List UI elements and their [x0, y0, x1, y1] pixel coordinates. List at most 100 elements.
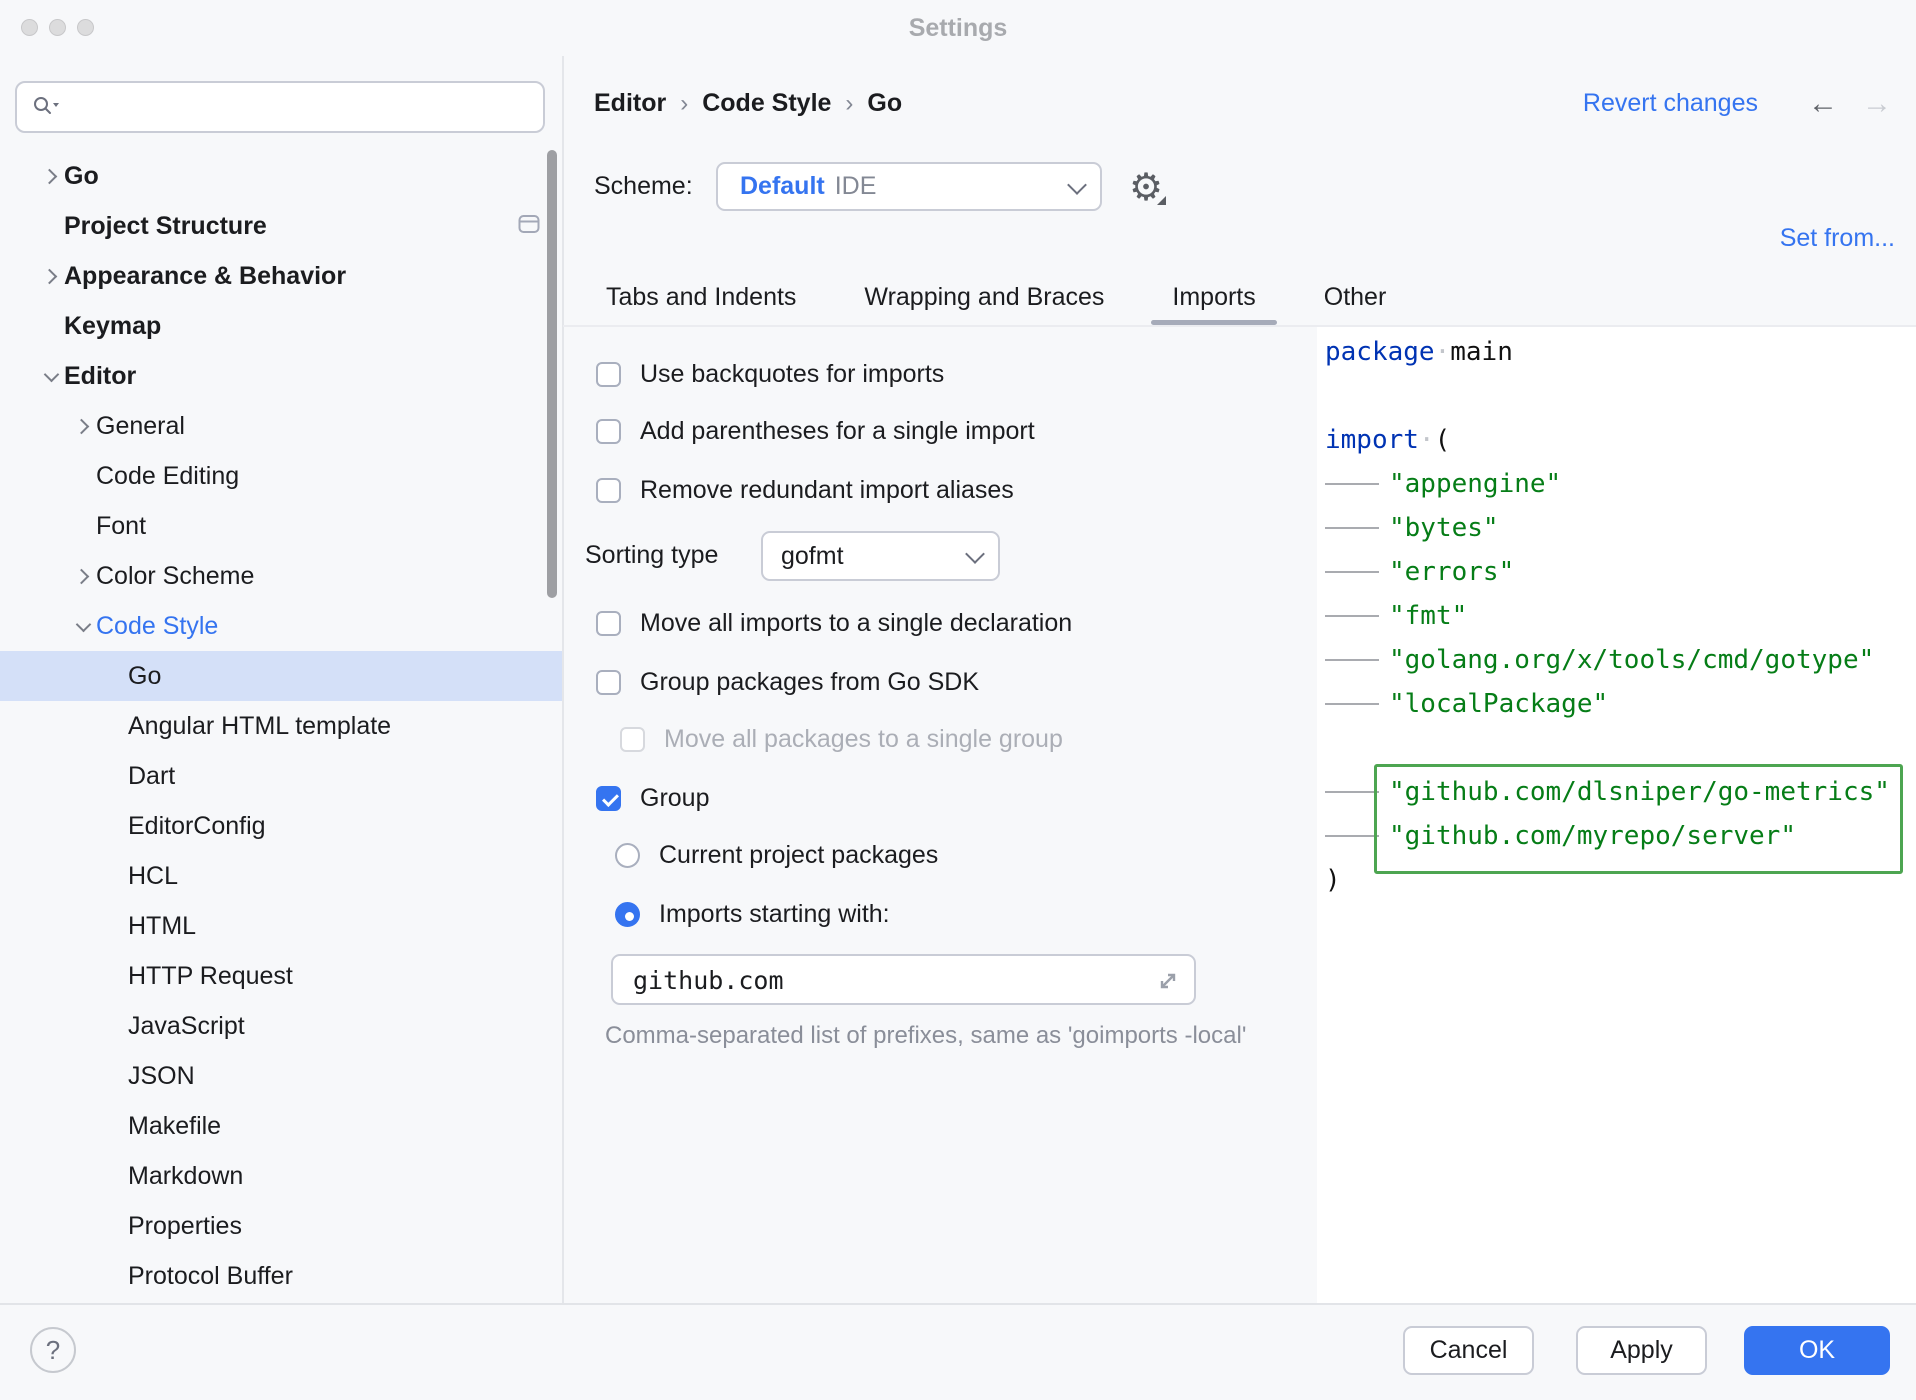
sidebar-item-go[interactable]: Go [0, 651, 562, 701]
tabs-separator [563, 325, 1916, 327]
tab-tabs-and-indents[interactable]: Tabs and Indents [606, 283, 797, 311]
sidebar-item-label: Editor [64, 361, 137, 390]
chevron-down-icon[interactable] [70, 613, 96, 639]
tab-whitespace-indicator [1325, 571, 1379, 573]
prefix-input-wrap [611, 954, 1196, 1005]
tab-wrapping-and-braces[interactable]: Wrapping and Braces [864, 283, 1105, 311]
use-backquotes-checkbox[interactable] [596, 362, 621, 387]
code-token: "github.com/dlsniper/go-metrics" [1389, 777, 1890, 807]
add-parentheses-checkbox[interactable] [596, 419, 621, 444]
tab-imports[interactable]: Imports [1151, 270, 1278, 325]
chevron-placeholder [70, 463, 96, 489]
code-token: "fmt" [1389, 601, 1468, 631]
tab-whitespace-indicator [1325, 835, 1379, 837]
sidebar-item-protocol-buffer[interactable]: Protocol Buffer [0, 1251, 562, 1301]
tab-other[interactable]: Other [1323, 283, 1387, 311]
back-arrow-icon[interactable]: ← [1808, 87, 1838, 120]
sidebar-item-markdown[interactable]: Markdown [0, 1151, 562, 1201]
group-go-sdk-checkbox[interactable] [596, 670, 621, 695]
code-line: "golang.org/x/tools/cmd/gotype" [1317, 638, 1916, 682]
breadcrumb-item-code-style[interactable]: Code Style [702, 89, 832, 117]
imports-starting-radio[interactable] [615, 902, 640, 927]
remove-redundant-checkbox[interactable] [596, 478, 621, 503]
tab-whitespace-indicator [1325, 483, 1379, 485]
sidebar-item-appearance-behavior[interactable]: Appearance & Behavior [0, 251, 562, 301]
sidebar-item-label: Font [96, 511, 147, 540]
chevron-right-icon[interactable] [70, 563, 96, 589]
sidebar-item-go[interactable]: Go [0, 151, 562, 201]
expand-field-icon[interactable] [1154, 967, 1182, 995]
remove-redundant-label: Remove redundant import aliases [640, 476, 1014, 504]
code-token: "golang.org/x/tools/cmd/gotype" [1389, 645, 1875, 675]
sidebar-item-color-scheme[interactable]: Color Scheme [0, 551, 562, 601]
sidebar-scrollbar[interactable] [547, 150, 557, 598]
search-input[interactable] [69, 92, 543, 122]
sidebar-item-http-request[interactable]: HTTP Request [0, 951, 562, 1001]
minimize-window-button[interactable] [49, 19, 66, 36]
sidebar-item-angular-html-template[interactable]: Angular HTML template [0, 701, 562, 751]
help-button[interactable]: ? [30, 1327, 76, 1373]
code-token: "github.com/myrepo/server" [1389, 821, 1796, 851]
revert-changes-link[interactable]: Revert changes [1582, 89, 1758, 117]
sidebar-item-code-editing[interactable]: Code Editing [0, 451, 562, 501]
sidebar-item-dart[interactable]: Dart [0, 751, 562, 801]
breadcrumb-item-go[interactable]: Go [867, 89, 903, 117]
sidebar-item-html[interactable]: HTML [0, 901, 562, 951]
forward-arrow-icon[interactable]: → [1862, 87, 1892, 120]
code-line: package·main [1317, 330, 1916, 374]
breadcrumb-separator: › [680, 90, 689, 117]
code-token: "appengine" [1389, 469, 1562, 499]
sidebar-item-label: Project Structure [64, 211, 267, 240]
sidebar-item-properties[interactable]: Properties [0, 1201, 562, 1251]
sidebar-item-font[interactable]: Font [0, 501, 562, 551]
row-add-parentheses: Add parentheses for a single import [596, 417, 1035, 446]
cancel-button[interactable]: Cancel [1403, 1326, 1534, 1375]
move-single-declaration-checkbox[interactable] [596, 611, 621, 636]
chevron-placeholder [102, 913, 128, 939]
prefix-input[interactable] [613, 956, 1135, 1005]
sidebar-item-editor[interactable]: Editor [0, 351, 562, 401]
add-parentheses-label: Add parentheses for a single import [640, 417, 1035, 445]
footer-separator [0, 1303, 1916, 1305]
chevron-placeholder [102, 863, 128, 889]
sidebar-item-label: Properties [128, 1211, 242, 1240]
sidebar-item-javascript[interactable]: JavaScript [0, 1001, 562, 1051]
prefix-helper-text: Comma-separated list of prefixes, same a… [605, 1022, 1247, 1049]
sidebar-item-label: Color Scheme [96, 561, 255, 590]
set-from-link[interactable]: Set from... [1779, 224, 1895, 252]
sidebar-item-makefile[interactable]: Makefile [0, 1101, 562, 1151]
row-move-single-group: Move all packages to a single group [620, 725, 1063, 754]
sidebar-item-editorconfig[interactable]: EditorConfig [0, 801, 562, 851]
scheme-gear-icon[interactable]: ⚙ [1122, 163, 1170, 211]
sidebar-item-json[interactable]: JSON [0, 1051, 562, 1101]
code-token: "localPackage" [1389, 689, 1609, 719]
apply-button[interactable]: Apply [1576, 1326, 1707, 1375]
sidebar-item-project-structure[interactable]: Project Structure [0, 201, 562, 251]
code-line: "localPackage" [1317, 682, 1916, 726]
sidebar-item-general[interactable]: General [0, 401, 562, 451]
scheme-dropdown[interactable]: Default IDE [716, 162, 1102, 211]
group-checkbox[interactable] [596, 786, 621, 811]
move-single-group-checkbox[interactable] [620, 727, 645, 752]
sidebar-item-code-style[interactable]: Code Style [0, 601, 562, 651]
search-field[interactable] [15, 81, 545, 133]
sorting-type-dropdown[interactable]: gofmt [761, 531, 1000, 581]
chevron-placeholder [102, 663, 128, 689]
chevron-placeholder [38, 313, 64, 339]
close-window-button[interactable] [21, 19, 38, 36]
chevron-right-icon[interactable] [38, 163, 64, 189]
zoom-window-button[interactable] [77, 19, 94, 36]
current-project-radio[interactable] [615, 843, 640, 868]
chevron-placeholder [70, 513, 96, 539]
breadcrumb: Editor›Code Style›Go [594, 84, 902, 122]
ok-button[interactable]: OK [1744, 1326, 1890, 1375]
sidebar-item-hcl[interactable]: HCL [0, 851, 562, 901]
chevron-down-icon[interactable] [38, 363, 64, 389]
chevron-right-icon[interactable] [38, 263, 64, 289]
chevron-right-icon[interactable] [70, 413, 96, 439]
breadcrumb-item-editor[interactable]: Editor [594, 89, 667, 117]
sidebar-item-keymap[interactable]: Keymap [0, 301, 562, 351]
sidebar-item-label: Markdown [128, 1161, 244, 1190]
chevron-placeholder [38, 213, 64, 239]
